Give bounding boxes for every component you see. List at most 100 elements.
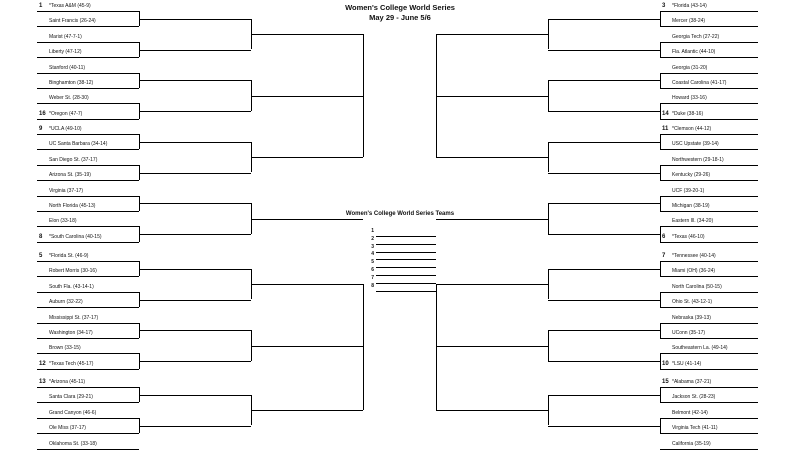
team-name: *Alabama (37-21) [672,379,712,385]
bracket-connector [548,330,549,362]
team-entry: San Diego St. (37-17) [39,155,97,165]
team-line [37,448,139,450]
team-line [37,195,139,197]
team-name: *Florida St. (46-9) [49,253,89,259]
team-entry: North Florida (45-13) [39,201,95,211]
team-line [660,338,758,339]
bracket-connector [251,18,252,50]
round-line [548,80,660,82]
team-entry: 13*Arizona (45-11) [39,377,85,387]
team-entry: 7*Tennessee (40-14) [662,251,716,261]
team-seed: 10 [662,360,669,367]
team-name: North Florida (45-13) [49,203,96,209]
team-line [660,291,758,293]
team-line [37,180,139,182]
team-name: Georgia (31-20) [672,64,708,71]
team-entry: Coastal Carolina (41-17) [662,78,726,88]
team-name: Fla. Atlantic (44-10) [672,49,716,56]
team-line [660,226,758,228]
team-name: *Oregon (47-7) [49,110,83,117]
super-regional-connector [436,284,437,411]
round-line [436,218,548,220]
team-seed: 11 [662,126,669,132]
bracket-connector [660,164,661,181]
team-entry: Arizona St. (35-19) [39,170,91,180]
team-line [37,433,139,435]
bracket-connector [139,164,140,181]
team-line [37,322,139,324]
team-line [660,180,758,182]
team-entry: 11*Clemson (44-12) [662,124,711,134]
team-entry: Belmont (42-14) [662,408,708,418]
team-line [660,118,758,120]
team-name: North Carolina (50-15) [672,283,722,290]
team-entry: Weber St. (28-30) [39,93,89,103]
team-name: Brown (33-15) [49,345,81,352]
wcws-slot-line [376,290,436,292]
team-entry: 1*Texas A&M (45-9) [39,1,91,11]
team-entry: California (35-19) [662,439,711,449]
team-entry: Mississippi St. (37-17) [39,313,98,323]
team-entry: 8*South Carolina (40-15) [39,232,102,242]
team-line [660,387,758,388]
team-entry: Robert Morris (30-16) [39,266,97,276]
team-name: Michigan (38-19) [672,203,710,209]
team-name: San Diego St. (37-17) [49,156,98,163]
bracket-connector [660,226,661,242]
round-line [139,330,251,332]
team-entry: Marist (47-7-1) [39,32,82,42]
bracket-connector [660,11,661,27]
team-seed: 1 [39,3,43,9]
bracket-connector [660,134,661,150]
team-entry: Eastern Ill. (34-20) [662,216,713,226]
team-name: Mississippi St. (37-17) [49,314,99,321]
bracket-connector [660,417,661,434]
bracket-connector [660,261,661,277]
team-name: Marist (47-7-1) [49,33,82,40]
team-entry: South Fla. (43-14-1) [39,282,94,292]
team-entry: UCF (39-20-1) [662,186,704,196]
team-name: Virginia (37-17) [49,187,84,194]
round-line [139,234,251,236]
bracket-connector [139,103,140,119]
wcws-slot-line [376,267,436,269]
team-name: Santa Clara (29-21) [49,394,93,401]
wcws-slot-number: 5 [371,259,374,266]
round-line [436,410,548,412]
team-name: Weber St. (28-30) [49,95,89,102]
round-line [548,18,660,20]
round-line [548,299,660,301]
team-line [660,103,758,105]
round-line [548,268,660,270]
round-line [139,361,251,363]
team-line [37,241,139,243]
team-entry: Brown (33-15) [39,343,81,353]
wcws-slot-line [376,282,436,284]
team-name: Stanford (40-11) [49,64,86,71]
team-line [37,11,139,12]
team-name: Mercer (38-24) [672,18,706,25]
bracket-connector [548,141,549,173]
team-line [660,41,758,43]
team-entry: 5*Florida St. (46-9) [39,251,88,261]
team-line [37,226,139,228]
team-seed: 13 [39,379,46,385]
team-name: USC Upstate (39-14) [672,141,719,148]
round-line [548,203,660,205]
team-line [37,417,139,419]
team-entry: UConn (35-17) [662,328,705,338]
team-line [37,149,139,151]
bracket-connector [139,41,140,58]
team-name: *South Carolina (40-15) [49,233,102,240]
team-entry: Stanford (40-11) [39,63,85,73]
team-name: Ole Miss (37-17) [49,425,86,432]
team-name: *UCLA (49-10) [49,126,82,132]
team-name: Southeastern La. (49-14) [672,345,728,352]
bracket-connector [139,291,140,308]
round-line [139,49,251,51]
team-name: *Duke (38-16) [672,110,704,117]
bracket-connector [139,195,140,211]
team-line [660,353,758,355]
team-seed: 16 [39,110,46,117]
team-entry: Binghamton (38-12) [39,78,93,88]
